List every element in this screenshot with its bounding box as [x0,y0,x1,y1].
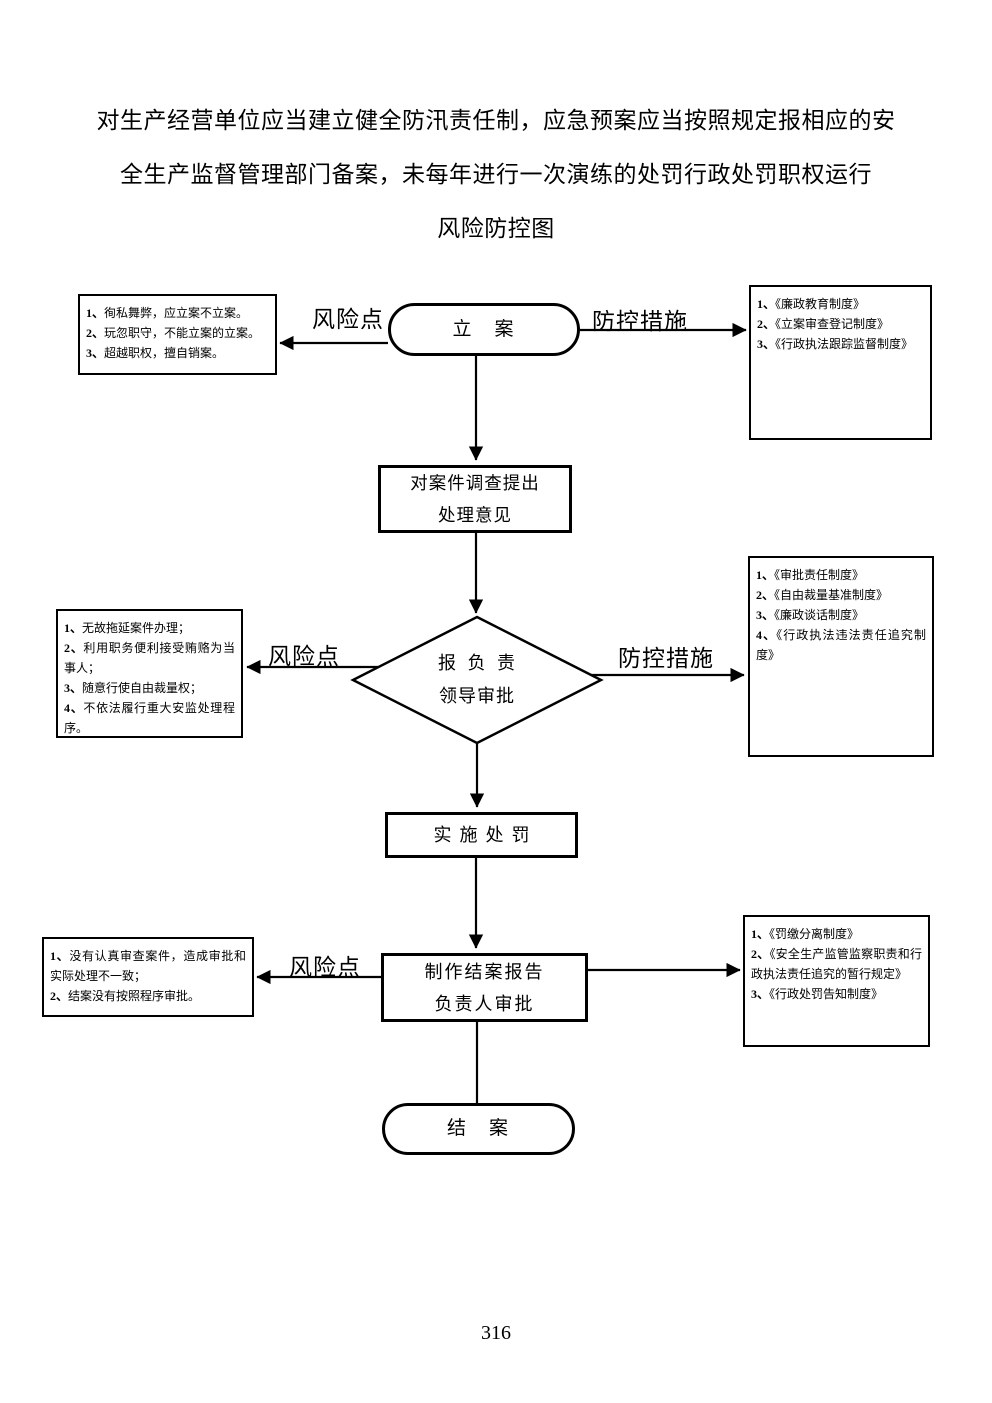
list-item: 2、《自由裁量基准制度》 [756,585,926,605]
item-number: 3、 [64,681,83,695]
item-number: 1、 [64,621,83,635]
item-text: 《罚缴分离制度》 [769,927,860,941]
item-text: 随意行使自由裁量权； [82,681,203,695]
end-node-label: 结 案 [446,1118,510,1139]
list-item: 2、利用职务便利接受贿赂为当事人； [64,638,235,678]
item-number: 1、 [86,306,105,320]
item-text: 《审批责任制度》 [774,568,865,582]
implement-node-label: 实施处罚 [433,825,538,845]
list-item: 2、《立案审查登记制度》 [757,314,924,334]
item-text: 结案没有按照程序审批。 [68,989,201,1003]
investigate-node-line-2: 处理意见 [438,505,512,525]
item-text: 《行政执法跟踪监督制度》 [775,337,914,351]
report-node-line-2: 负责人审批 [434,993,535,1014]
item-text: 《安全生产监管监察职责和行政执法责任追究的暂行规定》 [751,947,922,981]
list-item: 3、随意行使自由裁量权； [64,678,235,698]
implement-node: 实施处罚 [385,812,578,858]
list-item: 4、《行政执法违法责任追究制度》 [756,625,926,665]
decision-node-line-2: 领导审批 [439,686,515,706]
item-number: 1、 [756,568,775,582]
risk-box-1: 1、徇私舞弊，应立案不立案。 2、玩忽职守，不能立案的立案。 3、超越职权，擅自… [78,294,277,375]
risk-box-2: 1、无故拖延案件办理； 2、利用职务便利接受贿赂为当事人； 3、随意行使自由裁量… [56,609,243,738]
item-text: 《行政处罚告知制度》 [769,987,884,1001]
item-number: 3、 [86,346,105,360]
item-text: 不依法履行重大安监处理程序。 [64,701,235,735]
control-label-1: 防控措施 [592,309,688,334]
item-text: 《廉政教育制度》 [775,297,866,311]
page-number: 316 [481,1322,511,1344]
start-node: 立 案 [388,303,580,356]
list-item: 3、《行政执法跟踪监督制度》 [757,334,924,354]
report-node: 制作结案报告 负责人审批 [381,953,588,1022]
item-number: 2、 [50,989,69,1003]
title-line-2: 全生产监督管理部门备案，未每年进行一次演练的处罚行政处罚职权运行 [120,162,872,187]
item-number: 1、 [50,949,70,963]
item-number: 3、 [756,608,775,622]
title-line-3: 风险防控图 [437,216,555,241]
item-number: 2、 [751,947,770,961]
measures-box-3: 1、《罚缴分离制度》 2、《安全生产监管监察职责和行政执法责任追究的暂行规定》 … [743,915,930,1047]
investigate-node: 对案件调查提出 处理意见 [378,465,572,533]
decision-node: 报 负 责 领导审批 [353,617,601,743]
decision-diamond [350,615,604,745]
measures-box-1: 1、《廉政教育制度》 2、《立案审查登记制度》 3、《行政执法跟踪监督制度》 [749,285,932,440]
list-item: 1、《罚缴分离制度》 [751,924,922,944]
list-item: 1、《审批责任制度》 [756,565,926,585]
item-text: 利用职务便利接受贿赂为当事人； [64,641,235,675]
item-text: 徇私舞弊，应立案不立案。 [104,306,249,320]
control-label-2: 防控措施 [618,646,714,671]
item-text: 无故拖延案件办理； [82,621,191,635]
list-item: 2、玩忽职守，不能立案的立案。 [86,323,269,343]
item-number: 2、 [86,326,105,340]
list-item: 1、《廉政教育制度》 [757,294,924,314]
list-item: 3、超越职权，擅自销案。 [86,343,269,363]
list-item: 1、无故拖延案件办理； [64,618,235,638]
item-number: 1、 [751,927,770,941]
list-item: 2、结案没有按照程序审批。 [50,986,246,1006]
investigate-node-line-1: 对案件调查提出 [410,473,540,493]
item-number: 2、 [64,641,84,655]
item-number: 3、 [751,987,770,1001]
list-item: 3、《行政处罚告知制度》 [751,984,922,1004]
risk-box-3: 1、没有认真审查案件，造成审批和实际处理不一致； 2、结案没有按照程序审批。 [42,937,254,1017]
start-node-label: 立 案 [452,318,516,340]
document-title: 对生产经营单位应当建立健全防汛责任制，应急预案应当按照规定报相应的安 全生产监督… [0,94,992,256]
list-item: 4、不依法履行重大安监处理程序。 [64,698,235,738]
risk-label-2: 风险点 [268,644,340,669]
list-item: 2、《安全生产监管监察职责和行政执法责任追究的暂行规定》 [751,944,922,984]
list-item: 3、《廉政谈话制度》 [756,605,926,625]
list-item: 1、没有认真审查案件，造成审批和实际处理不一致； [50,946,246,986]
item-number: 4、 [756,628,777,642]
end-node: 结 案 [382,1103,575,1155]
item-text: 《廉政谈话制度》 [774,608,865,622]
item-number: 1、 [757,297,776,311]
item-text: 没有认真审查案件，造成审批和实际处理不一致； [50,949,246,983]
list-item: 1、徇私舞弊，应立案不立案。 [86,303,269,323]
item-text: 《自由裁量基准制度》 [774,588,889,602]
title-line-1: 对生产经营单位应当建立健全防汛责任制，应急预案应当按照规定报相应的安 [96,108,896,133]
item-number: 4、 [64,701,84,715]
item-text: 《立案审查登记制度》 [775,317,890,331]
measures-box-2: 1、《审批责任制度》 2、《自由裁量基准制度》 3、《廉政谈话制度》 4、《行政… [748,556,934,757]
risk-label-3: 风险点 [289,955,361,980]
item-number: 2、 [757,317,776,331]
item-number: 2、 [756,588,775,602]
item-text: 超越职权，擅自销案。 [104,346,225,360]
item-text: 《行政执法违法责任追究制度》 [756,628,926,662]
item-number: 3、 [757,337,776,351]
decision-node-line-1: 报 负 责 [438,653,516,673]
report-node-line-1: 制作结案报告 [424,961,545,982]
item-text: 玩忽职守，不能立案的立案。 [104,326,261,340]
risk-label-1: 风险点 [312,307,384,332]
